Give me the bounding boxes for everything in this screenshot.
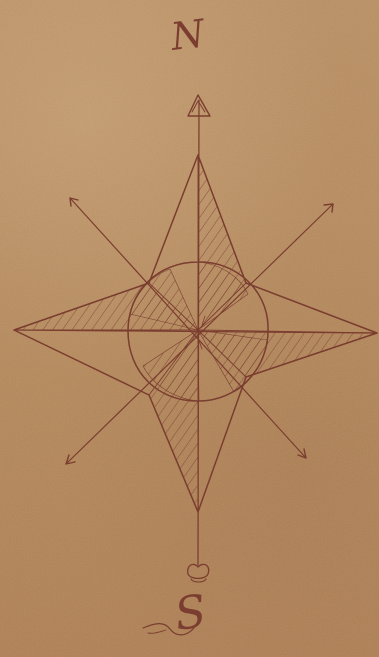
- south-arrow-tail: [188, 564, 209, 578]
